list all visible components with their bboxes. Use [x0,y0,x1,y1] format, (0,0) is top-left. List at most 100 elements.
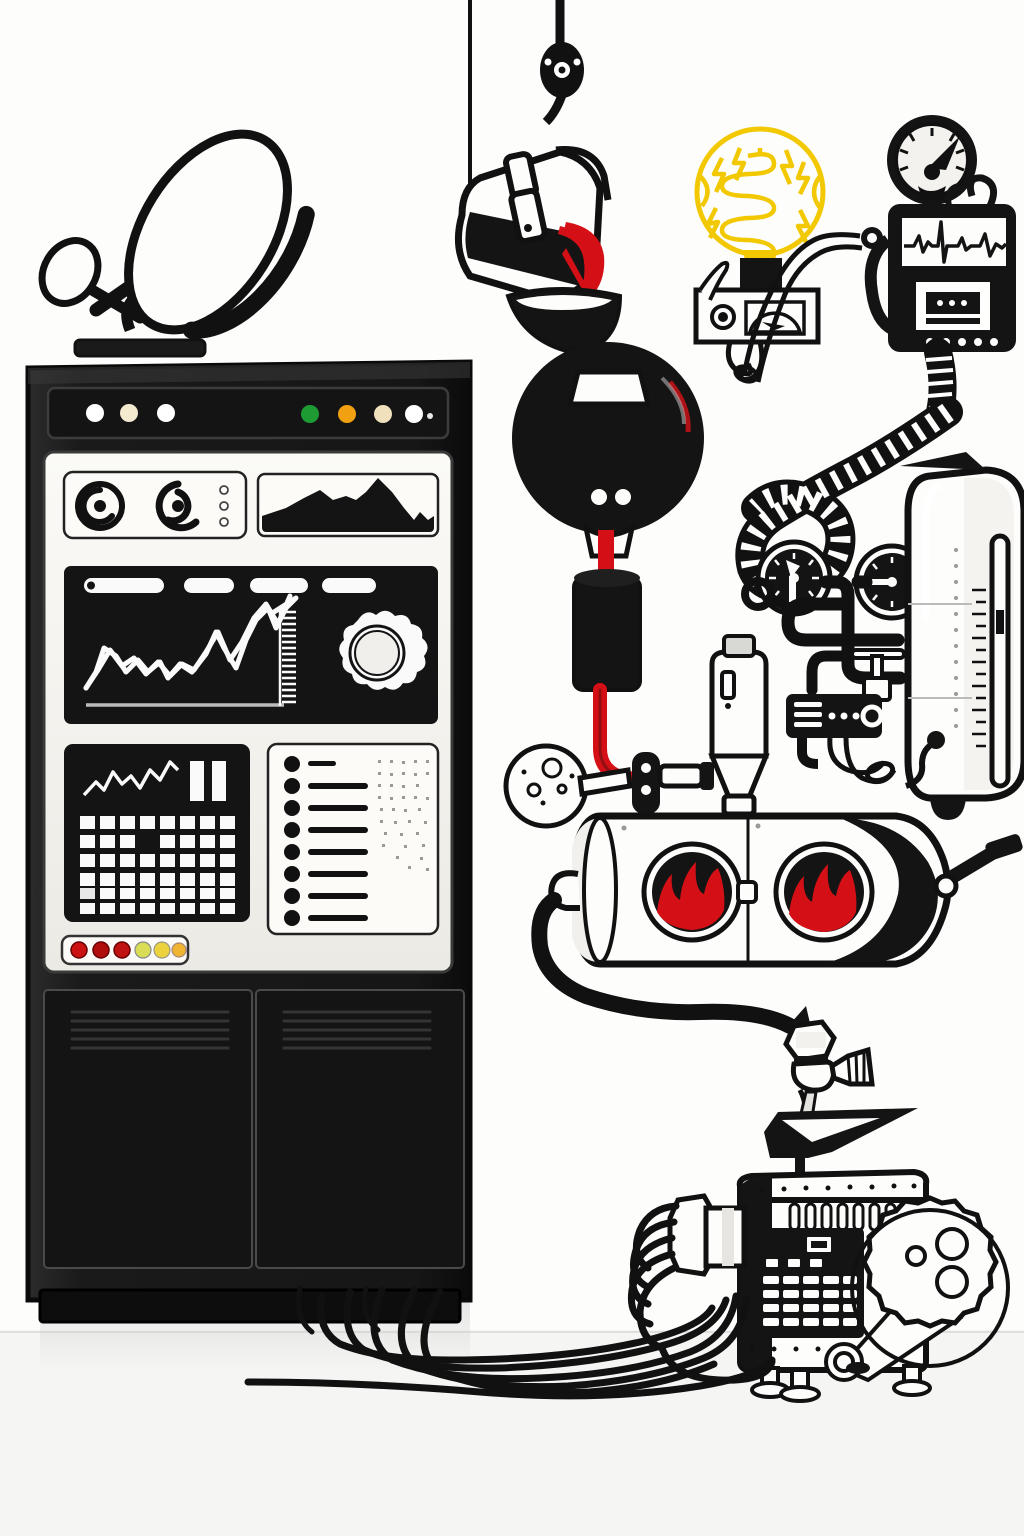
sphere-port-right [615,489,631,505]
terrain-area-fill [262,478,434,532]
bubbling-flask[interactable] [503,743,633,829]
cable-5 [420,1288,718,1397]
sphere-highlight-a [668,380,691,433]
cable-2 [343,1288,730,1372]
hex-nut-valve[interactable] [783,1006,875,1141]
belt-press-machine[interactable] [627,1168,1010,1403]
tab-1[interactable] [84,578,164,593]
led-8-micro [427,413,433,419]
pressure-dial-needle [928,136,960,170]
primary-trend-panel[interactable] [64,566,438,724]
record-list-panel[interactable] [266,742,440,936]
list-item-bullet [284,822,300,838]
trend-line-main [83,593,293,691]
tab-3[interactable] [250,578,308,593]
control-module-slots [794,702,822,727]
cabinet-plinth [38,1288,462,1324]
cassette-reel-left [937,300,943,306]
furnace-window-right[interactable] [773,841,875,943]
alert-led-6 [171,942,187,958]
control-module-knob[interactable] [860,704,884,728]
crank-grip [985,834,1023,860]
spherical-reaction-flask[interactable] [512,342,704,592]
heatmap-grid [80,816,235,914]
cabinet-door-right[interactable] [255,989,465,1269]
cabinet-top-bevel [28,362,470,384]
keypad-panel[interactable] [763,1276,857,1326]
inlet-hose [531,892,798,1034]
joint-collar [700,762,714,790]
bulb-base-meter[interactable] [693,260,821,384]
canister-top [574,569,640,587]
flywheel-hole-a [935,1227,969,1261]
tank-rivet-column [954,548,958,728]
pressure-dial-ticks [899,128,965,172]
tab-2[interactable] [184,578,234,593]
vent-slats-left [70,1010,230,1050]
flywheel-rim [850,1208,1010,1368]
cable-1 [317,1292,716,1364]
trunnion-pin [524,224,532,232]
press-hood-rivets [759,1183,917,1193]
joint-bolt-upper [641,763,651,773]
module-lead-b [827,737,886,776]
dish-assembly [38,129,315,358]
tab-4[interactable] [322,578,376,593]
list-item-label [308,805,368,811]
trend-sparkline [82,760,180,797]
led-3 [157,404,175,422]
ecg-waveform [904,220,1008,264]
crucible-shadow-band [465,212,596,286]
wedge-bracket-cut [782,1118,880,1142]
boiler-rivet-b [755,823,761,829]
boiler-inlet-pipe [531,870,798,1034]
press-buttons[interactable] [764,1257,824,1269]
list-item-bullet [284,866,300,882]
toggle-lever[interactable] [698,260,730,301]
list-item-bullet [284,756,300,772]
pressure-dial-mount [918,186,946,200]
led-5 [338,405,356,423]
vent-slats-right [282,1010,432,1050]
top-status-bar[interactable] [46,386,450,440]
mini-bar-1 [190,761,204,801]
crank-handle[interactable] [933,833,1024,899]
flywheel-hole-b [935,1265,969,1299]
alert-led-1 [70,941,88,959]
alert-led-3 [113,941,131,959]
flame-right [789,864,857,932]
base-lead-loop [733,364,759,384]
monitor-side-handle [864,235,897,336]
list-item-label [308,871,368,877]
press-connector-flange [667,1193,747,1277]
tank-bottom-boss [930,798,966,820]
status-led-group [86,404,433,423]
monitor-lead-cable [741,232,861,377]
control-module-dots [828,712,860,720]
furnace-window-left[interactable] [641,841,758,943]
spiral-radar-right [155,480,200,532]
led-6 [374,405,392,423]
joint-bolt-lower [641,785,651,795]
trend-scale-ticks [278,608,296,706]
flask-bubble-6 [540,800,546,806]
list-item-label [308,893,368,899]
sphere-flask-neck [566,369,652,407]
led-4 [301,405,319,423]
led-1 [86,404,104,422]
gauge-left-hub [789,573,799,583]
rosette-dial[interactable] [339,610,428,690]
gauge-left-needle [786,560,800,578]
control-module[interactable] [786,694,897,785]
riser-sight [720,670,736,700]
cabinet-door-left[interactable] [43,989,253,1269]
cable-7 [658,1344,776,1384]
alert-led-2 [92,941,110,959]
